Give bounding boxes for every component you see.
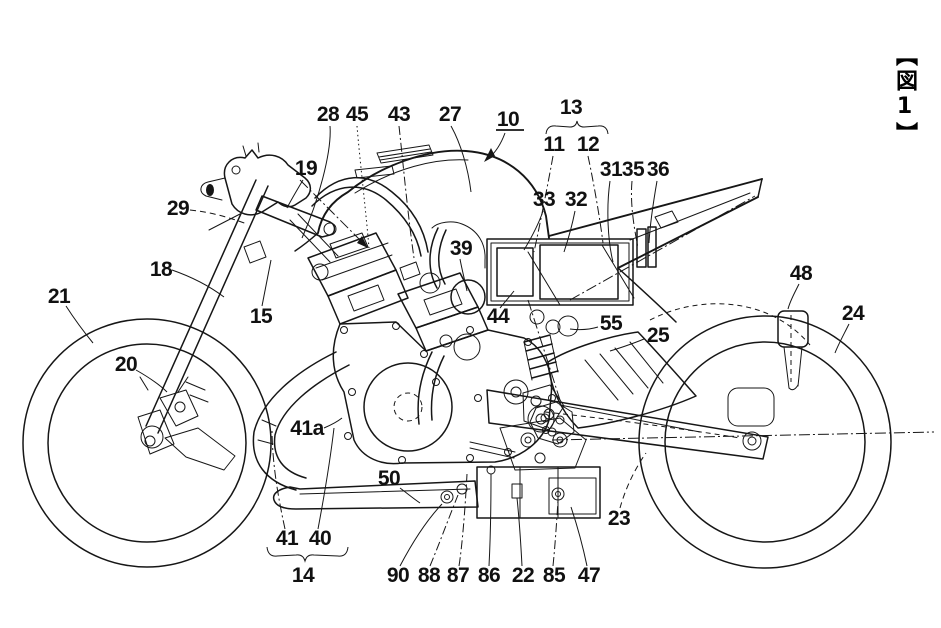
annotation-marks	[267, 121, 608, 561]
ref-label-28: 28	[317, 103, 340, 126]
intake-duct	[430, 222, 485, 314]
ref-label-14: 14	[292, 564, 315, 587]
steering-axis-arrowhead	[357, 236, 368, 248]
rear-axle-axis	[552, 432, 934, 440]
ref-label-44: 44	[487, 305, 510, 328]
chain-line	[545, 412, 740, 438]
alternator-cover	[364, 363, 452, 451]
ref-label-22: 22	[512, 564, 534, 587]
rear-shock	[523, 300, 578, 444]
ref-label-41a: 41a	[290, 417, 324, 440]
ref-label-40: 40	[309, 527, 331, 550]
clutch-cover	[454, 334, 480, 360]
ref-label-87: 87	[447, 564, 469, 587]
ref-label-11: 11	[543, 133, 565, 156]
under-engine-box	[477, 467, 600, 518]
tail-cowl	[549, 179, 762, 322]
rear-bracket-48	[778, 311, 808, 390]
ref-label-25: 25	[647, 324, 670, 347]
crankcase	[333, 322, 551, 464]
frame-bracket	[355, 166, 394, 178]
brace-13	[546, 121, 608, 134]
tank-vent-slats	[377, 145, 433, 163]
ref-label-29: 29	[167, 197, 189, 220]
muffler-front	[274, 481, 478, 509]
linkage-plate	[530, 402, 574, 444]
ref-label-47: 47	[578, 564, 600, 587]
ref-label-48: 48	[790, 262, 813, 285]
ref-label-55: 55	[600, 312, 623, 335]
ref-label-24: 24	[842, 302, 865, 325]
ref-label-21: 21	[48, 285, 71, 308]
underseat-electrics-box	[487, 227, 656, 305]
ref-label-32: 32	[565, 188, 587, 211]
ref-label-43: 43	[388, 103, 410, 126]
ref-label-12: 12	[577, 133, 599, 156]
exhaust-system	[253, 352, 600, 518]
ref-label-23: 23	[608, 507, 630, 530]
battery-right	[540, 245, 618, 299]
ref-label-19: 19	[295, 157, 317, 180]
brace-14	[267, 547, 348, 561]
ref-label-85: 85	[543, 564, 566, 587]
figure-title: 【図1】	[892, 43, 917, 147]
ref-label-41: 41	[276, 527, 299, 550]
rear-wheel	[552, 304, 934, 568]
ref-label-33: 33	[533, 188, 555, 211]
ref-label-15: 15	[250, 305, 273, 328]
leader-lines	[66, 126, 849, 566]
strip-36	[648, 227, 656, 267]
ref-label-86: 86	[478, 564, 500, 587]
fuel-tank	[295, 151, 549, 251]
main-frame	[290, 166, 634, 305]
ref-label-39: 39	[450, 237, 472, 260]
ref-label-88: 88	[418, 564, 441, 587]
ref-label-27: 27	[439, 103, 461, 126]
fork-reflector	[244, 241, 266, 263]
front-wheel	[23, 319, 271, 567]
handlebar-assembly	[201, 143, 336, 237]
ref-label-10: 10	[497, 108, 519, 131]
ref-label-90: 90	[387, 564, 409, 587]
subframe-side-plate	[548, 332, 696, 428]
handlebar-grip	[256, 196, 335, 237]
swingarm	[487, 390, 768, 459]
case-bolts	[341, 323, 556, 464]
ref-label-13: 13	[560, 96, 582, 119]
ref-label-35: 35	[622, 158, 645, 181]
ref-label-18: 18	[150, 258, 173, 281]
battery-left	[497, 248, 533, 296]
ref-label-31: 31	[600, 158, 623, 181]
ref-label-20: 20	[115, 353, 137, 376]
rear-cylinder-head	[398, 273, 478, 328]
lower-linkage-cluster	[441, 418, 596, 514]
front-cylinder-block	[328, 270, 408, 324]
engine	[308, 233, 556, 464]
ref-label-36: 36	[647, 158, 669, 181]
ref-label-45: 45	[346, 103, 369, 126]
hidden-fender-edge	[650, 304, 810, 345]
coil-spring	[524, 335, 558, 378]
arrow-10-head	[484, 148, 495, 162]
strip-35	[637, 229, 646, 267]
rear-cylinder-block	[416, 307, 488, 351]
ref-label-50: 50	[378, 467, 400, 490]
